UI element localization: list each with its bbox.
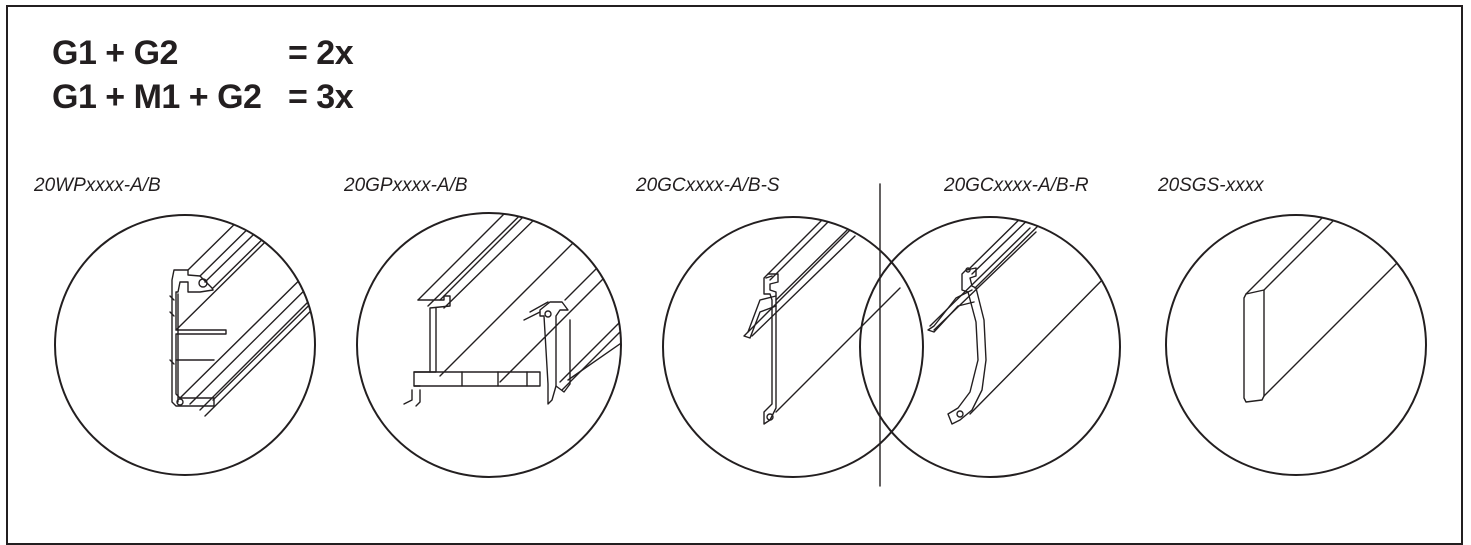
detail-circle [55,215,315,475]
profile-code-4: 20GCxxxx-A/B-R [944,175,1089,196]
formula-2-left: G1 + M1 + G2 [52,78,262,116]
profile-detail-glazing [357,158,640,477]
profiles-drawing [0,0,1471,533]
detail-circle [860,217,1120,477]
formula-1-left: G1 + G2 [52,34,178,72]
profile-detail-strip [1166,124,1440,475]
detail-circle [357,213,621,477]
profile-detail-cover-r [860,140,1120,477]
detail-circle [1166,215,1426,475]
formula-1-right: = 2x [288,34,354,72]
profile-code-2: 20GPxxxx-A/B [344,175,468,196]
profile-detail-cover-s [663,142,923,477]
detail-circle [663,217,923,477]
formula-2-right: = 3x [288,78,354,116]
profile-code-1: 20WPxxxx-A/B [34,175,161,196]
profile-code-5: 20SGS-xxxx [1158,175,1264,196]
profile-detail-wall [55,140,360,475]
profile-code-3: 20GCxxxx-A/B-S [636,175,780,196]
